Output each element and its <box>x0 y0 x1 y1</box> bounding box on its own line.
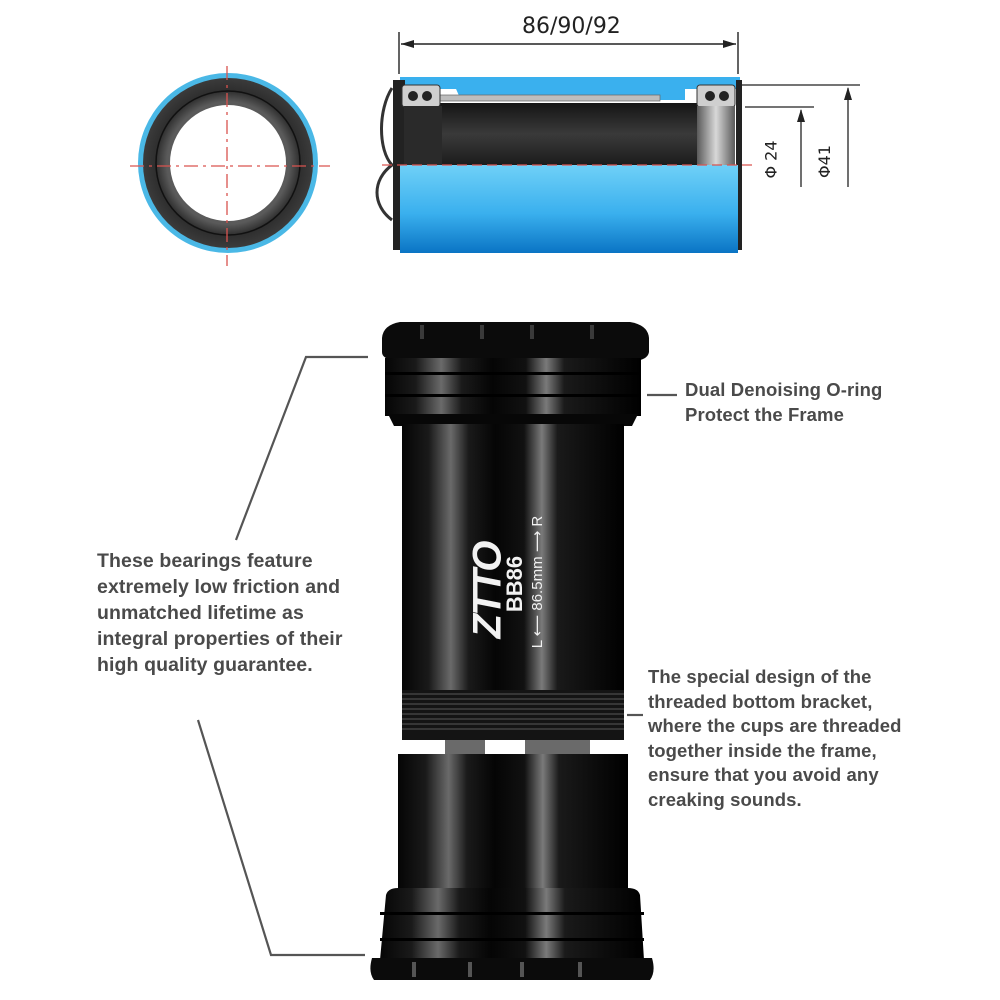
callout-oring: Dual Denoising O-ring Protect the Frame <box>685 379 883 425</box>
bearing-end-view <box>130 66 330 266</box>
leader-bearings-lower <box>196 719 365 957</box>
model-label: BB86 <box>502 555 528 613</box>
callout-lines <box>196 355 677 957</box>
leader-bearings-upper <box>234 355 368 541</box>
outer-diameter-label: Φ41 <box>814 145 834 178</box>
bottom-bracket-cross-section <box>375 32 860 253</box>
product-bottom-bracket <box>370 322 654 980</box>
width-label: L ⟵ 86.5mm ⟶ R <box>529 515 546 649</box>
callout-bearings: These bearings feature extremely low fri… <box>97 550 343 676</box>
length-dimension-label: 86/90/92 <box>522 14 621 39</box>
inner-diameter-label: Φ 24 <box>761 140 781 179</box>
thread-section <box>402 690 624 754</box>
centerline-cross <box>130 66 330 266</box>
callout-threaded: The special design of the threaded botto… <box>648 666 902 810</box>
